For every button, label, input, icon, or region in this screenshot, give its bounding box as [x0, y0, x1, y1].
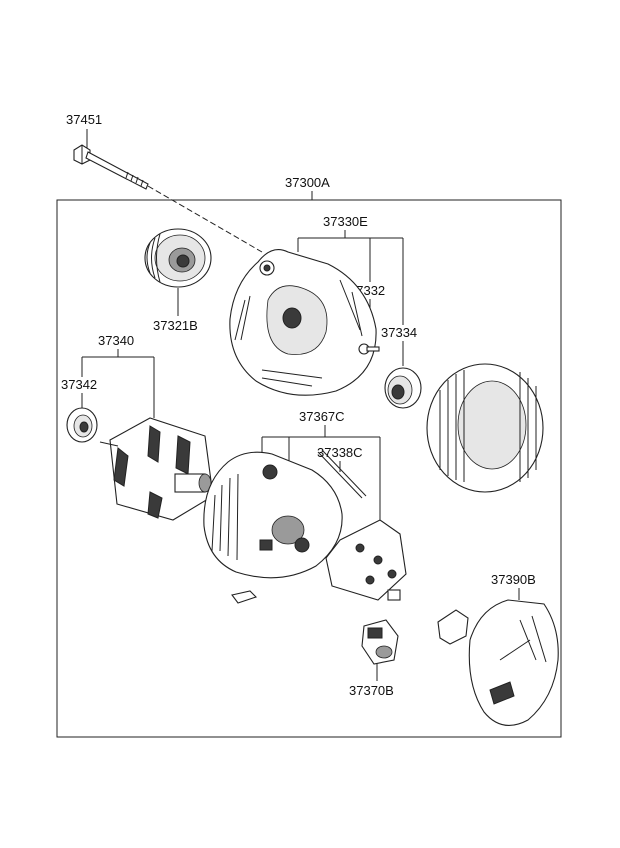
rear-cover-part [468, 599, 559, 726]
label-37340: 37340 [98, 333, 134, 348]
rear-bearing-part [66, 407, 98, 443]
front-bearing-part [384, 367, 422, 409]
label-37370b: 37370B [349, 683, 394, 698]
regulator-part [361, 609, 469, 665]
assembly-frame [56, 199, 562, 738]
pulley-part [144, 228, 212, 288]
label-37451: 37451 [66, 112, 102, 127]
label-37334: 37334 [381, 325, 417, 340]
label-37321b: 37321B [153, 318, 198, 333]
label-37367c: 37367C [299, 409, 345, 424]
label-37300a: 37300A [285, 175, 330, 190]
label-37330e: 37330E [323, 214, 368, 229]
through-bolt-part [73, 144, 149, 190]
label-37342: 37342 [61, 377, 97, 392]
rectifier-part [317, 449, 407, 601]
label-37390b: 37390B [491, 572, 536, 587]
stator-part [426, 363, 544, 493]
rear-bracket-part [203, 451, 343, 604]
rotor-part [99, 417, 214, 521]
screw-part [358, 343, 380, 355]
front-bracket-part [229, 249, 377, 396]
